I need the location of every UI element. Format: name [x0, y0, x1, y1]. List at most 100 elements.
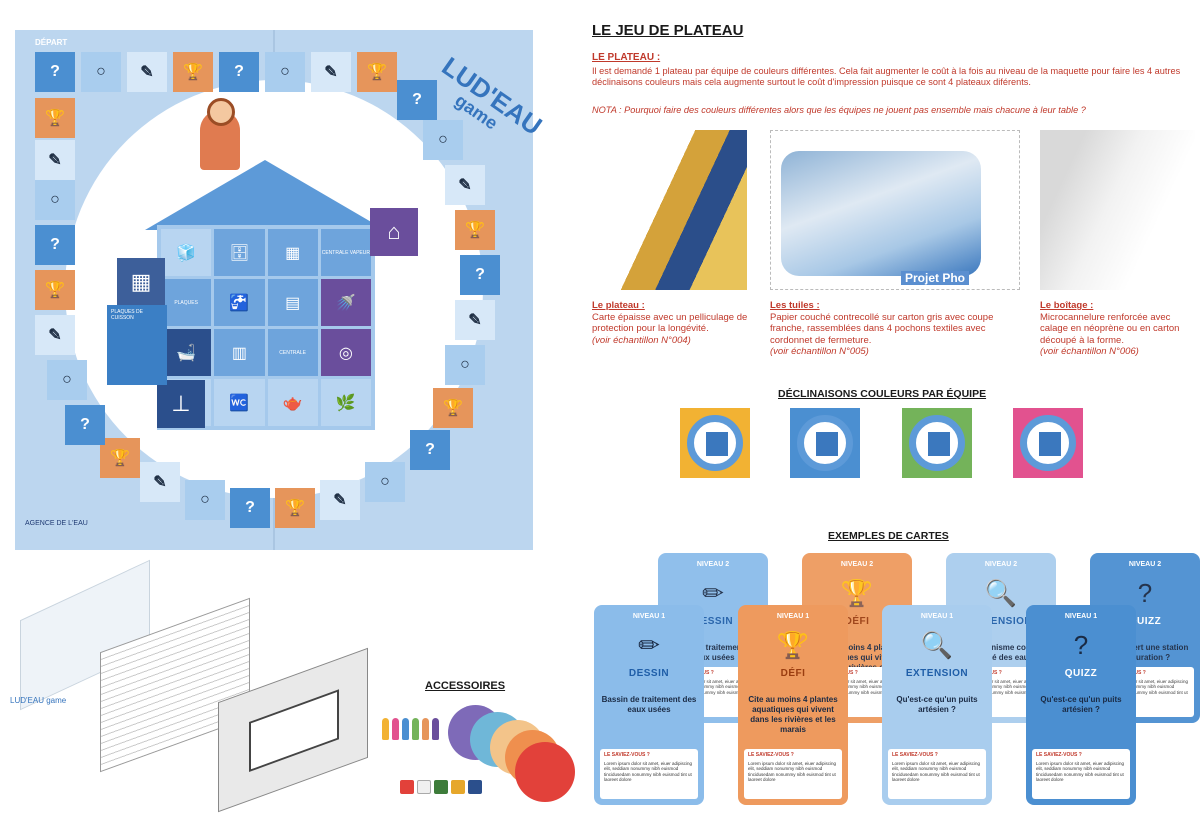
card-level: NIVEAU 1 [1064, 613, 1098, 620]
pencil-space-icon: ✎ [455, 300, 495, 340]
card-category: DESSIN [692, 616, 734, 627]
house-room: 🌿 [320, 379, 371, 426]
dice-white [417, 780, 431, 794]
savez-vous-label: LE SAVIEZ-VOUS ? [604, 752, 650, 758]
house-grid: 🧊🗄▦CENTRALE VAPEURPLAQUES🚰▤🚿🛁▥CENTRALE◎🚽… [157, 225, 375, 430]
card-category-icon: ✏ [638, 630, 660, 660]
sample-boitage [1040, 130, 1195, 290]
card-question: Qu'est-ce qu'un puits artésien ? [1040, 695, 1122, 714]
partner-agence: AGENCE DE L'EAU [25, 520, 88, 527]
dice-blue [468, 780, 482, 794]
card-level: NIVEAU 2 [984, 561, 1018, 568]
trophy-space-icon: 🏆 [433, 388, 473, 428]
quiz-space-icon: ? [230, 488, 270, 528]
pencil-space-icon: ✎ [320, 480, 360, 520]
house-room: CENTRALE [267, 329, 318, 376]
card-savez-vous: LE SAVIEZ-VOUS ?Lorem ipsum dolor sit am… [744, 749, 842, 799]
house-room: CENTRALE VAPEUR [320, 229, 371, 276]
house-roof [145, 160, 385, 230]
pencil-space-icon: ✎ [35, 315, 75, 355]
card-category-icon: 🔍 [920, 630, 954, 660]
magnifier-space-icon: ○ [47, 360, 87, 400]
house-room: 🚾 [214, 379, 265, 426]
magnifier-space-icon: ○ [81, 52, 121, 92]
caption-tuiles: Les tuiles : Papier couché contrecollé s… [770, 300, 994, 357]
game-card: NIVEAU 1 ✏ DESSIN Bassin de traitement des … [594, 605, 704, 805]
mini-board-ring [687, 415, 743, 471]
card-question: À quoi sert une station d'épuration ? [1101, 643, 1189, 662]
dice-green [434, 780, 448, 794]
card-category-icon: 🏆 [840, 578, 874, 608]
iron-icon: ⌂ [370, 208, 418, 256]
house-room: ◎ [320, 329, 371, 376]
pencil-space-icon: ✎ [140, 462, 180, 502]
pawn-green [412, 718, 419, 740]
magnifier-space-icon: ○ [35, 180, 75, 220]
game-card: NIVEAU 1? QUIZZ Qu'est-ce qu'un puits arté… [1026, 605, 1136, 805]
card-category: EXTENSION [905, 668, 969, 679]
card-category: QUIZZ [1064, 668, 1098, 679]
card-category: EXTENSION [969, 616, 1033, 627]
house-room: 🛁 [161, 329, 212, 376]
card-level: NIVEAU 1 [776, 613, 810, 620]
card-level: NIVEAU 2 [840, 561, 874, 568]
color-variant-board [790, 408, 860, 478]
savez-vous-label: LE SAVIEZ-VOUS ? [892, 752, 938, 758]
house-room: ▤ [267, 279, 318, 326]
card-level: NIVEAU 2 [1128, 561, 1162, 568]
trophy-space-icon: 🏆 [173, 52, 213, 92]
mini-board-ring [1020, 415, 1076, 471]
lorem-text: Lorem ipsum dolor sit amet, eiuer adipis… [892, 760, 981, 783]
pencil-space-icon: ✎ [35, 140, 75, 180]
trophy-space-icon: 🏆 [35, 98, 75, 138]
card-category-icon: ? [1073, 630, 1089, 660]
plateau-text: Il est demandé 1 plateau par équipe de c… [592, 66, 1181, 87]
card-category-icon: ? [1137, 578, 1153, 608]
mini-board-ring [909, 415, 965, 471]
magnifier-space-icon: ○ [185, 480, 225, 520]
quiz-space-icon: ? [410, 430, 450, 470]
game-card: NIVEAU 1 🏆 DÉFI Cite au moins 4 plantes aqu… [738, 605, 848, 805]
house-room: 🗄 [214, 229, 265, 276]
card-question: Bassin de traitement des eaux usées [601, 695, 697, 714]
card-category: QUIZZ [1128, 616, 1162, 627]
side-card: PLAQUES DE CUISSON [107, 305, 167, 385]
card-level: NIVEAU 1 [632, 613, 666, 620]
tray-slot [249, 689, 339, 773]
pencil-space-icon: ✎ [127, 52, 167, 92]
dice-red [400, 780, 414, 794]
caption-boitage: Le boîtage : Microcannelure renforcée av… [1040, 300, 1180, 357]
quiz-space-icon: ? [65, 405, 105, 445]
quiz-space-icon: ? [397, 80, 437, 120]
card-category: DÉFI [780, 668, 806, 679]
card-savez-vous: LE SAVIEZ-VOUS ? Lorem ipsum dolor sit am… [600, 749, 698, 799]
puzzle-label: Projet Pho [901, 271, 970, 285]
nota-text: NOTA : Pourquoi faire des couleurs diffé… [592, 105, 1086, 115]
house-room: PLAQUES [161, 279, 212, 326]
magnifier-space-icon: ○ [423, 120, 463, 160]
card-savez-vous: LE SAVIEZ-VOUS ? Lorem ipsum dolor sit am… [1032, 749, 1130, 799]
savez-vous-label: LE SAVIEZ-VOUS ? [1036, 752, 1082, 758]
dice-yellow [451, 780, 465, 794]
page-title: LE JEU DE PLATEAU [592, 22, 744, 39]
quiz-space-icon: ? [219, 52, 259, 92]
card-question: Cite au moins 4 plantes aquatiques qui v… [748, 695, 838, 734]
sink-icon: ⊥ [157, 380, 205, 428]
color-variant-board [1013, 408, 1083, 478]
trophy-space-icon: 🏆 [455, 210, 495, 250]
partners-logos: AGENCE DE L'EAU [25, 520, 88, 527]
quiz-space-icon: ? [35, 52, 75, 92]
sample-plateau [592, 130, 747, 290]
card-question: Qu'est-ce qu'un puits artésien ? [896, 695, 978, 714]
puzzle-piece [781, 151, 981, 276]
house-room: 🚿 [320, 279, 371, 326]
color-variant-board [902, 408, 972, 478]
pawn-orange [422, 718, 429, 740]
declinaisons-title: DÉCLINAISONS COULEURS PAR ÉQUIPE [778, 388, 987, 400]
card-category-icon: 🏆 [776, 630, 810, 660]
trophy-space-icon: 🏆 [275, 488, 315, 528]
card-category: DESSIN [628, 668, 670, 679]
lorem-text: Lorem ipsum dolor sit amet, eiuer adipis… [604, 760, 693, 783]
lorem-text: Lorem ipsum dolor sit amet, eiuer adipis… [1036, 760, 1125, 783]
box-brand: LUD'EAU game [10, 696, 67, 705]
